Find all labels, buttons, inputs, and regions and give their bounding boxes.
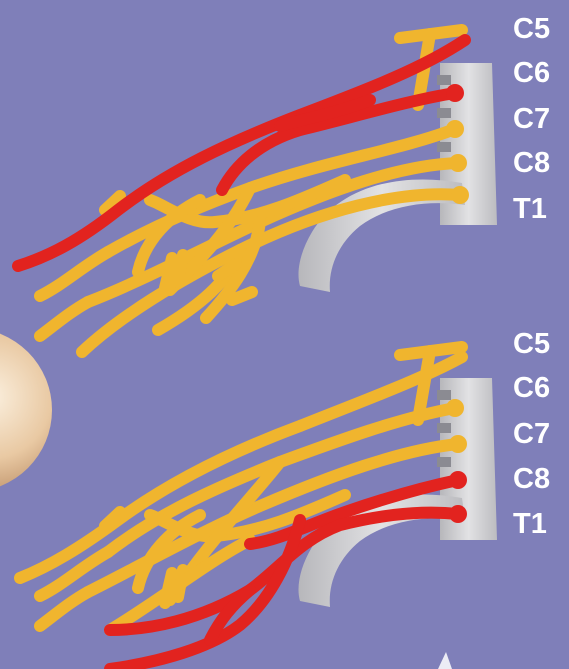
upper-level-labels: C5 C6 C7 C8 T1 xyxy=(513,13,550,225)
upper-panel: C5 C6 C7 C8 T1 xyxy=(18,13,550,352)
upper-label-c8: C8 xyxy=(513,147,550,179)
lower-label-c7: C7 xyxy=(513,418,550,450)
humeral-head xyxy=(0,328,52,492)
upper-label-c5: C5 xyxy=(513,13,550,45)
lower-panel: C5 C6 C7 C8 T1 xyxy=(20,328,550,669)
lower-nerves-affected xyxy=(110,480,458,669)
upper-label-c7: C7 xyxy=(513,103,550,135)
lower-label-t1: T1 xyxy=(513,508,547,540)
lower-nerves-normal xyxy=(20,347,462,630)
lower-label-c8: C8 xyxy=(513,463,550,495)
lower-label-c6: C6 xyxy=(513,372,550,404)
lower-level-labels: C5 C6 C7 C8 T1 xyxy=(513,328,550,540)
upper-label-c6: C6 xyxy=(513,57,550,89)
lower-label-c5: C5 xyxy=(513,328,550,360)
corner-mark-icon xyxy=(438,652,452,669)
upper-label-t1: T1 xyxy=(513,193,547,225)
